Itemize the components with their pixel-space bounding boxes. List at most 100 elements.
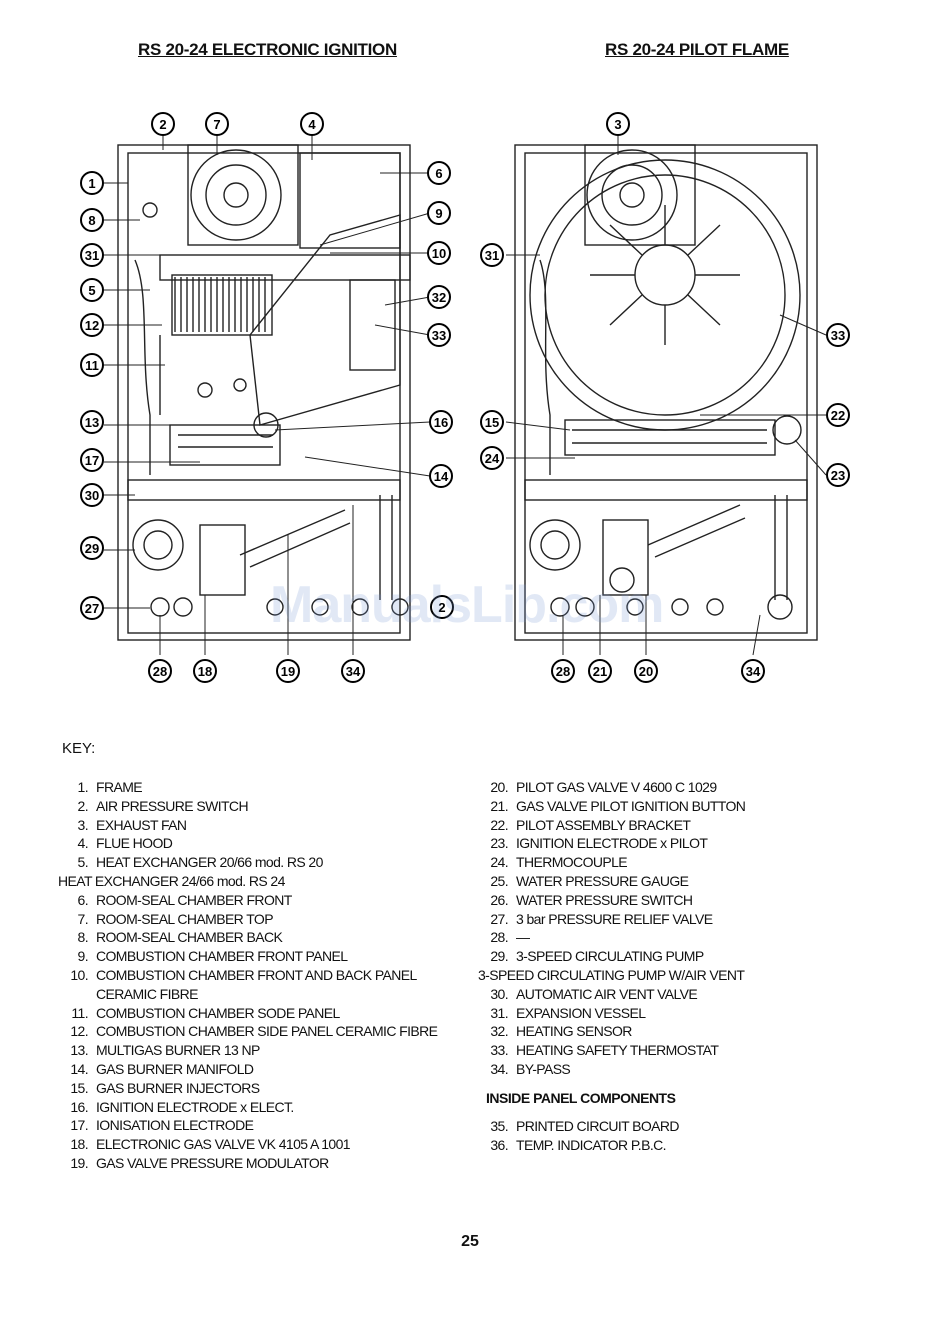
callout-2: 2	[151, 112, 175, 136]
key-item-number: 16.	[70, 1098, 88, 1115]
key-item-text: ELECTRONIC GAS VALVE VK 4105 A 1001	[96, 1136, 351, 1153]
callout-14: 14	[429, 464, 453, 488]
key-item-text: AIR PRESSURE SWITCH	[96, 797, 249, 814]
key-item-text: COMBUSTION CHAMBER SODE PANEL	[96, 1004, 340, 1021]
callout-29: 29	[80, 536, 104, 560]
key-item: 20. PILOT GAS VALVE V 4600 C 1029	[478, 778, 745, 797]
key-item-text: PILOT GAS VALVE V 4600 C 1029	[516, 779, 717, 795]
key-item: 13.MULTIGAS BURNER 13 NP	[58, 1041, 437, 1060]
key-item-text: GAS BURNER INJECTORS	[96, 1079, 260, 1096]
key-item-number: 9.	[77, 948, 89, 965]
callout-label: 6	[435, 166, 442, 181]
key-item-text: WATER PRESSURE GAUGE	[516, 872, 689, 889]
callout-label: 1	[88, 176, 95, 191]
key-item: 3.EXHAUST FAN	[58, 816, 437, 835]
callout-7: 7	[205, 112, 229, 136]
callout-27: 27	[80, 596, 104, 620]
callout-label: 10	[432, 246, 446, 261]
heading-pilot-flame: RS 20-24 PILOT FLAME	[605, 40, 789, 59]
key-item: CERAMIC FIBRE	[58, 985, 437, 1004]
key-item: 16.IGNITION ELECTRODE x ELECT.	[58, 1098, 437, 1117]
boiler-diagrams: 1 2 7 4 6 8 9 31 10 5 32 12 33 11 13 16 …	[80, 112, 850, 683]
key-item-number: 13.	[70, 1042, 88, 1059]
key-item: 30.AUTOMATIC AIR VENT VALVE	[478, 985, 745, 1004]
key-item: 19. GAS VALVE PRESSURE MODULATOR	[58, 1154, 437, 1173]
callout-33-right: 33	[826, 323, 850, 347]
key-item-text: EXHAUST FAN	[96, 816, 187, 833]
key-item: 11. COMBUSTION CHAMBER SODE PANEL	[58, 1004, 437, 1023]
key-item: 21. GAS VALVE PILOT IGNITION BUTTON	[478, 797, 746, 816]
key-item: 14. GAS BURNER MANIFOLD	[58, 1060, 437, 1079]
callout-label: 21	[593, 664, 607, 679]
callout-19: 19	[276, 659, 300, 683]
callout-label: 13	[85, 415, 99, 430]
key-item-number: 23.	[490, 835, 508, 852]
key-item-number: 25.	[490, 872, 508, 889]
key-item-text: 3-SPEED CIRCULATING PUMP W/AIR VENT	[478, 966, 745, 983]
callout-6: 6	[427, 161, 451, 185]
key-item: 31.EXPANSION VESSEL	[478, 1004, 745, 1023]
callout-label: 32	[432, 290, 446, 305]
callout-label: 33	[831, 328, 845, 343]
callout-label: 23	[831, 468, 845, 483]
heading-electronic-ignition: RS 20-24 ELECTRONIC IGNITION	[138, 40, 397, 59]
key-item-number: 14.	[70, 1060, 88, 1077]
callout-label: 16	[434, 415, 448, 430]
key-item-number: 6.	[77, 891, 89, 908]
key-item-text: GAS VALVE PILOT IGNITION BUTTON	[516, 797, 746, 814]
callout-10: 10	[427, 241, 451, 265]
callout-9: 9	[427, 201, 451, 225]
callout-label: 31	[85, 248, 99, 263]
key-item: 27. 3 bar PRESSURE RELIEF VALVE	[478, 910, 745, 929]
callout-2-lower: 2	[430, 595, 454, 619]
callout-32: 32	[427, 285, 451, 309]
key-item-text: AUTOMATIC AIR VENT VALVE	[516, 985, 698, 1002]
callout-label: 8	[88, 213, 95, 228]
key-item-text: HEAT EXCHANGER 24/66 mod. RS 24	[58, 872, 285, 889]
key-item-number: 11.	[71, 1004, 88, 1021]
key-item-text: HEATING SAFETY THERMOSTAT	[516, 1042, 719, 1059]
key-item-number: 2.	[77, 797, 89, 814]
key-item-number: 8.	[77, 929, 89, 946]
callout-label: 12	[85, 318, 99, 333]
key-item-text: GAS VALVE PRESSURE MODULATOR	[96, 1154, 329, 1171]
key-item: 8.ROOM-SEAL CHAMBER BACK	[58, 928, 437, 947]
key-item-text: FLUE HOOD	[96, 835, 173, 852]
callout-31: 31	[80, 243, 104, 267]
key-item-number: 17.	[70, 1117, 88, 1134]
key-item-number: 15.	[70, 1079, 88, 1096]
key-item: 4.FLUE HOOD	[58, 834, 437, 853]
key-item: 28.—	[478, 928, 745, 947]
key-item-text: TEMP. INDICATOR P.B.C.	[516, 1136, 667, 1153]
key-item-number: 22.	[490, 816, 508, 833]
callout-11: 11	[80, 353, 104, 377]
key-item-text: IGNITION ELECTRODE x PILOT	[516, 835, 708, 852]
callout-3: 3	[606, 112, 630, 136]
key-item: 18.ELECTRONIC GAS VALVE VK 4105 A 1001	[58, 1135, 437, 1154]
key-item-text: GAS BURNER MANIFOLD	[96, 1060, 254, 1077]
callout-label: 14	[434, 469, 449, 484]
key-item: 23. IGNITION ELECTRODE x PILOT	[478, 834, 745, 853]
key-item-text: IONISATION ELECTRODE	[96, 1117, 254, 1134]
callout-label: 17	[85, 453, 99, 468]
callout-label: 28	[556, 664, 570, 679]
key-item-number: 7.	[77, 910, 89, 927]
right-leader-lines	[505, 135, 827, 656]
key-item-number: 20.	[490, 779, 508, 795]
key-item-number: 26.	[490, 891, 508, 908]
key-item: 15. GAS BURNER INJECTORS	[58, 1079, 437, 1098]
callout-21: 21	[588, 659, 612, 683]
callout-1: 1	[80, 171, 104, 195]
key-item: 35.PRINTED CIRCUIT BOARD	[478, 1117, 745, 1136]
key-item: 9.COMBUSTION CHAMBER FRONT PANEL	[58, 947, 437, 966]
callout-23: 23	[826, 463, 850, 487]
key-item-number: 27.	[490, 910, 508, 927]
key-item-number: 21.	[490, 797, 508, 814]
key-item-text: 3 bar PRESSURE RELIEF VALVE	[516, 910, 713, 927]
key-item-text: FRAME	[96, 779, 143, 795]
callout-15: 15	[480, 410, 504, 434]
key-title: KEY:	[62, 740, 96, 757]
callout-label: 2	[159, 117, 166, 132]
key-item-number: 19.	[70, 1154, 88, 1171]
